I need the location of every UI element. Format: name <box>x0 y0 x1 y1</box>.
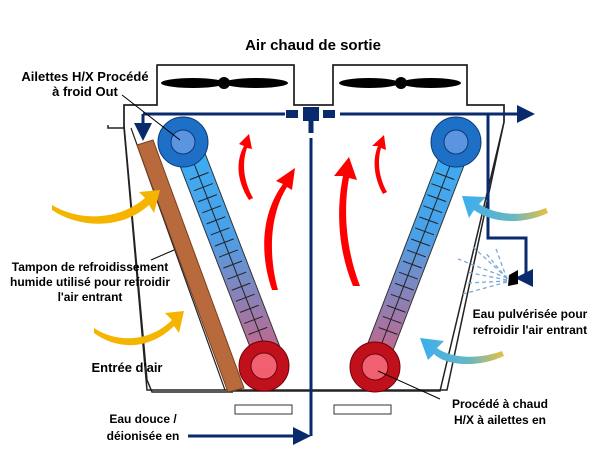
svg-text:à froid Out: à froid Out <box>52 84 118 99</box>
svg-text:l'air entrant: l'air entrant <box>58 290 123 304</box>
fin-tick <box>402 260 422 269</box>
air-inlet-arrow-icon <box>52 190 184 346</box>
housing-body <box>123 64 505 391</box>
cold-header-left <box>157 116 209 168</box>
fin-tick <box>189 172 209 181</box>
wet-cooling-pad <box>136 139 245 393</box>
svg-text:Ailettes H/X Procédé: Ailettes H/X Procédé <box>21 69 148 84</box>
fin-tick <box>248 326 268 335</box>
spray-nozzle-icon <box>457 245 518 295</box>
fin-tick <box>431 183 451 192</box>
fan-right-icon <box>339 77 461 89</box>
foot-right <box>333 404 392 415</box>
fin-tick <box>218 249 239 258</box>
fin-tick <box>398 271 418 280</box>
fin-tick <box>202 205 222 214</box>
fin-tick <box>227 271 247 280</box>
fin-tick <box>423 205 443 214</box>
svg-text:Eau pulvérisée pour: Eau pulvérisée pour <box>473 307 588 321</box>
svg-text:H/X à ailettes en: H/X à ailettes en <box>454 413 546 427</box>
fin-tick <box>382 315 402 324</box>
fin-tick <box>223 260 243 269</box>
fin-tick <box>411 238 431 247</box>
fin-tick <box>206 216 226 225</box>
fin-tick <box>235 293 255 302</box>
cooled-air-arrow-icon <box>420 196 548 365</box>
hot-header-left <box>238 340 290 392</box>
label-water-in: Eau douce / déionisée en <box>107 412 180 443</box>
pipe-network <box>134 105 535 445</box>
fin-tick <box>244 315 264 324</box>
fin-tick <box>435 172 455 180</box>
svg-text:déionisée en: déionisée en <box>107 429 180 443</box>
fin-tick <box>378 327 398 335</box>
fin-tick <box>231 282 251 291</box>
fin-tick <box>193 183 213 192</box>
cold-header-right <box>430 116 482 168</box>
label-hot-in: Procédé à chaud H/X à ailettes en <box>452 397 548 427</box>
hot-header-right <box>349 341 401 393</box>
foot-left <box>234 404 293 415</box>
svg-text:Procédé à chaud: Procédé à chaud <box>452 397 548 411</box>
fin-tick <box>386 304 406 313</box>
svg-text:humide utilisé pour refroidir: humide utilisé pour refroidir <box>10 275 170 289</box>
fin-tick <box>210 227 230 236</box>
leader-lines <box>121 94 441 400</box>
label-fins-cold-out: Ailettes H/X Procédé à froid Out <box>21 69 148 99</box>
coil-right <box>362 131 474 367</box>
fin-tick <box>239 304 259 313</box>
label-air-inlet: Entrée d'air <box>91 360 162 375</box>
fin-tick <box>198 194 218 203</box>
fin-tick <box>427 194 447 203</box>
label-wet-pad: Tampon de refroidissement humide utilisé… <box>10 260 170 304</box>
svg-text:Tampon de refroidissement: Tampon de refroidissement <box>12 260 168 274</box>
hot-air-arrow-icon <box>238 134 387 290</box>
fin-tick <box>390 293 410 302</box>
fin-tick <box>415 227 435 236</box>
title: Air chaud de sortie <box>245 37 381 54</box>
fin-tick <box>419 216 439 225</box>
svg-text:Eau douce /: Eau douce / <box>109 412 177 426</box>
fan-left-icon <box>161 77 288 89</box>
svg-text:refroidir l'air entrant: refroidir l'air entrant <box>473 323 587 337</box>
label-spray: Eau pulvérisée pour refroidir l'air entr… <box>473 307 588 337</box>
fin-tick <box>214 238 234 247</box>
fin-tick <box>406 249 427 258</box>
fin-tick <box>394 282 414 291</box>
